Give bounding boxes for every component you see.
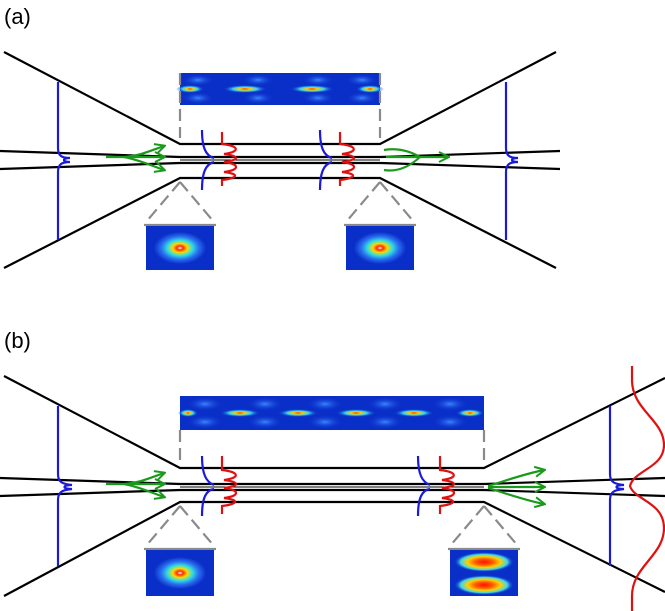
propagation-arrows-a xyxy=(106,146,448,170)
taper-outline-a xyxy=(0,51,561,269)
panel-b-label: (b) xyxy=(4,328,31,353)
standing-wave-inset-b xyxy=(178,396,484,430)
guide-lines-b xyxy=(144,430,520,551)
standing-wave-inset-a xyxy=(176,73,384,105)
output-mode-profile-b xyxy=(608,406,625,566)
evanescent-curves-a xyxy=(200,129,333,191)
output-mode-profile-a xyxy=(504,82,519,240)
standing-wave-profile-a xyxy=(220,132,356,186)
mode-profile-inset-a-left xyxy=(146,226,214,270)
propagation-arrows-b xyxy=(106,470,544,504)
evanescent-curves-b xyxy=(200,455,431,517)
mode-profile-inset-b-left xyxy=(146,550,214,596)
guide-lines-a xyxy=(144,73,416,227)
standing-wave-profile-b xyxy=(220,456,456,514)
panel-a: (a) xyxy=(0,4,561,270)
mode-profile-inset-a-right xyxy=(346,226,414,270)
input-mode-profile-a xyxy=(56,82,71,240)
panel-a-label: (a) xyxy=(4,4,31,29)
panel-b: (b) xyxy=(0,328,665,611)
higher-order-output-profile-b xyxy=(628,366,665,611)
input-mode-profile-b xyxy=(56,406,73,566)
taper-outline-b xyxy=(0,375,665,597)
higher-order-mode-inset-b-right xyxy=(450,550,518,596)
